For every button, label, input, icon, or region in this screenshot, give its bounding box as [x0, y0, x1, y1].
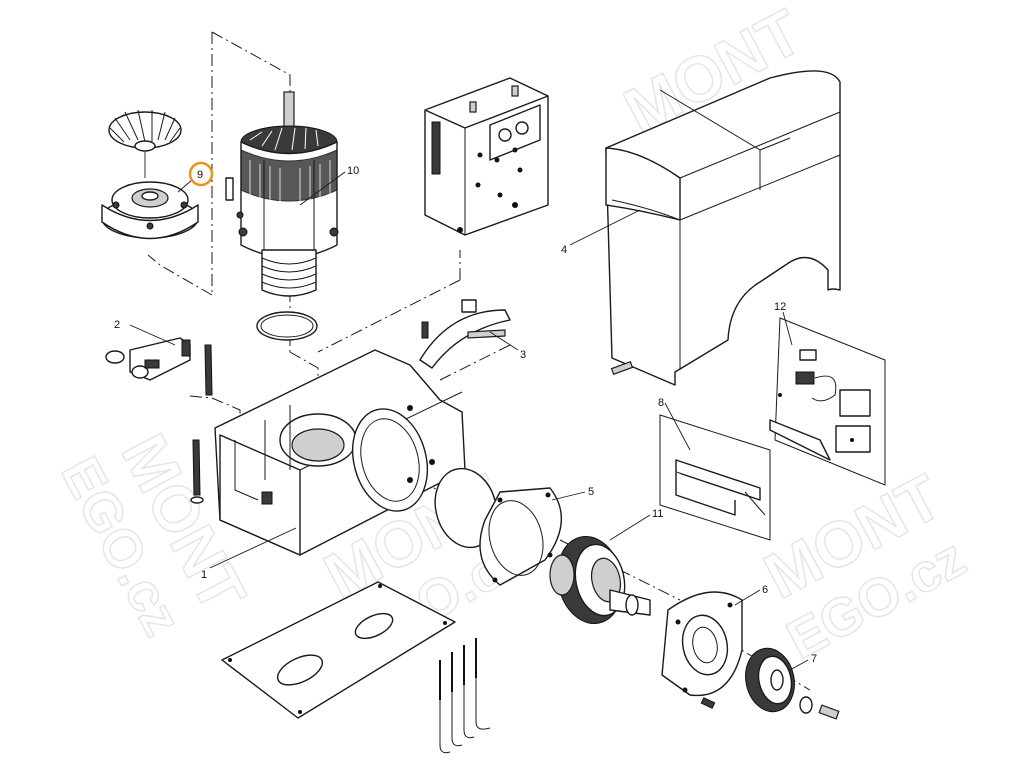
callout-1: 1 — [201, 569, 207, 581]
part-10-motor — [225, 91, 339, 341]
part-8-rack-plate — [659, 414, 771, 541]
part-12-limit-switches — [769, 317, 886, 486]
callout-11: 11 — [652, 508, 663, 520]
callout-6: 6 — [762, 584, 768, 596]
callout-12: 12 — [774, 301, 786, 313]
leader-lines — [129, 171, 809, 671]
part-5-flange — [479, 487, 562, 586]
control-box — [424, 77, 549, 236]
callouts: 1 2 3 4 5 6 7 8 9 10 11 12 — [114, 161, 817, 665]
callout-7: 7 — [811, 653, 817, 665]
part-6-gear-cover — [661, 591, 743, 709]
part-3-bracket — [419, 299, 511, 369]
callout-2: 2 — [114, 319, 120, 331]
anchor-bolts — [439, 638, 491, 754]
callout-9: 9 — [197, 169, 203, 181]
callout-4: 4 — [561, 244, 567, 256]
callout-5: 5 — [588, 486, 594, 498]
part-7-pinion — [745, 647, 840, 720]
part-2-release-lever — [105, 337, 213, 396]
part-9-fan-brake — [101, 109, 199, 240]
callout-3: 3 — [520, 349, 526, 361]
part-11-gear-shaft — [549, 535, 651, 625]
callout-8: 8 — [658, 397, 664, 409]
part-4-cover — [605, 70, 841, 386]
base-plate — [221, 581, 456, 719]
callout-10: 10 — [347, 165, 359, 177]
callout-9-highlight-ring — [188, 161, 214, 187]
part-1-base-housing — [190, 349, 498, 556]
